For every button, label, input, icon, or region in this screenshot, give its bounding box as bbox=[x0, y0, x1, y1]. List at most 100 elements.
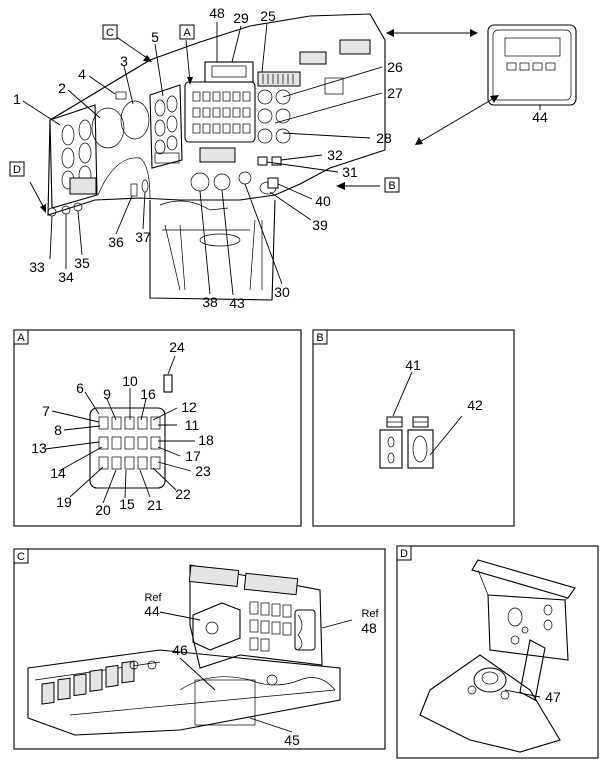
callout-7: 7 bbox=[42, 403, 50, 419]
detail-b: B 41 42 bbox=[312, 329, 515, 527]
callout-3: 3 bbox=[120, 53, 128, 69]
switch-41 bbox=[379, 416, 403, 469]
ref-48-word: Ref bbox=[361, 608, 379, 620]
terminal-strip bbox=[41, 660, 135, 705]
control-33 bbox=[47, 207, 57, 217]
ref-44-number: 44 bbox=[144, 603, 160, 619]
callout-31: 31 bbox=[342, 164, 358, 180]
vent-far-right bbox=[339, 39, 371, 55]
callout-48: 48 bbox=[209, 5, 225, 21]
callout-19: 19 bbox=[56, 494, 72, 510]
control-36 bbox=[130, 183, 138, 197]
switch-42 bbox=[407, 416, 434, 469]
callout-40: 40 bbox=[315, 193, 331, 209]
detail-c-leaders bbox=[159, 611, 353, 733]
indicator-31 bbox=[257, 156, 268, 166]
left-panel-gauges bbox=[61, 119, 92, 190]
detail-a-tag: A bbox=[17, 332, 25, 344]
panel-c-gauges bbox=[154, 95, 178, 155]
callout-11: 11 bbox=[185, 417, 200, 433]
callout-14: 14 bbox=[50, 465, 66, 481]
tag-d: D bbox=[9, 161, 25, 177]
left-switch-bank bbox=[69, 177, 97, 195]
callout-27: 27 bbox=[387, 85, 403, 101]
right-gauges bbox=[257, 89, 291, 144]
callout-26: 26 bbox=[387, 59, 403, 75]
callout-12: 12 bbox=[181, 399, 197, 415]
callout-18: 18 bbox=[198, 432, 214, 448]
component-47 bbox=[467, 626, 529, 700]
ref-44-word: Ref bbox=[144, 592, 162, 604]
callout-36: 36 bbox=[108, 234, 124, 250]
callout-1: 1 bbox=[13, 91, 21, 107]
connection-arrows bbox=[29, 29, 499, 213]
callout-34: 34 bbox=[58, 269, 74, 285]
callout-32: 32 bbox=[327, 147, 343, 163]
callout-47: 47 bbox=[545, 689, 561, 705]
switch-40 bbox=[267, 177, 279, 189]
callout-44: 44 bbox=[532, 109, 548, 125]
callout-24: 24 bbox=[169, 339, 185, 355]
callout-2: 2 bbox=[58, 80, 66, 96]
switch-panel-a bbox=[89, 407, 166, 489]
tag-d-label: D bbox=[13, 164, 21, 176]
switch-panel-a-switches bbox=[98, 416, 161, 470]
callout-37: 37 bbox=[135, 229, 151, 245]
detail-d: D 47 bbox=[396, 545, 599, 759]
bracket-top bbox=[471, 559, 576, 599]
lower-switch-block bbox=[199, 147, 236, 163]
panel-c-switches bbox=[154, 152, 180, 164]
callout-20: 20 bbox=[95, 502, 111, 518]
detail-c-tag: C bbox=[17, 551, 25, 563]
gauge-2 bbox=[91, 107, 125, 149]
callout-15: 15 bbox=[119, 496, 135, 512]
callout-21: 21 bbox=[147, 497, 163, 513]
knob-38 bbox=[190, 172, 210, 192]
callout-4: 4 bbox=[78, 66, 86, 82]
callout-9: 9 bbox=[103, 386, 111, 402]
display-panel bbox=[204, 61, 254, 83]
ref-48-number: 48 bbox=[361, 620, 377, 636]
callout-8: 8 bbox=[54, 422, 62, 438]
detail-b-tag: B bbox=[316, 332, 323, 344]
harness-box-46 bbox=[194, 679, 256, 726]
tag-a: A bbox=[179, 24, 195, 40]
center-switch-grid bbox=[192, 91, 251, 134]
tag-b-label: B bbox=[388, 180, 395, 192]
callout-28: 28 bbox=[376, 130, 392, 146]
callout-30: 30 bbox=[274, 284, 290, 300]
callout-38: 38 bbox=[202, 294, 218, 310]
detail-d-tag: D bbox=[400, 548, 408, 560]
callout-17: 17 bbox=[185, 448, 201, 464]
callout-23: 23 bbox=[195, 463, 211, 479]
detail-c: C bbox=[13, 548, 386, 750]
callout-41: 41 bbox=[405, 357, 421, 373]
control-37 bbox=[141, 179, 149, 193]
module-44-detail bbox=[192, 602, 241, 651]
tag-c: C bbox=[102, 24, 118, 40]
callout-46: 46 bbox=[172, 642, 188, 658]
callout-35: 35 bbox=[74, 255, 90, 271]
knob-43 bbox=[213, 173, 231, 191]
callout-16: 16 bbox=[140, 386, 156, 402]
bracket-face bbox=[487, 594, 569, 661]
main-callout-numbers: 1 2 3 4 5 48 29 25 26 27 28 32 31 40 39 … bbox=[13, 5, 548, 311]
mounting-flap bbox=[419, 654, 561, 753]
gauge-3 bbox=[120, 100, 150, 140]
callout-45: 45 bbox=[284, 732, 300, 748]
module-44 bbox=[487, 24, 577, 106]
main-leaders bbox=[22, 22, 541, 296]
callout-10: 10 bbox=[122, 373, 138, 389]
panel-48-assembly bbox=[189, 564, 323, 669]
callout-43: 43 bbox=[229, 295, 245, 311]
callout-13: 13 bbox=[31, 440, 47, 456]
vent-25 bbox=[257, 71, 301, 87]
detail-a-callout-numbers: 24 6 7 8 9 10 16 12 11 13 18 17 14 23 19… bbox=[31, 339, 214, 518]
callout-39: 39 bbox=[312, 217, 328, 233]
tag-b: B bbox=[384, 177, 400, 193]
callout-6: 6 bbox=[76, 380, 84, 396]
indicator-4 bbox=[115, 91, 127, 100]
callout-22: 22 bbox=[175, 486, 191, 502]
dash-rail bbox=[27, 649, 341, 736]
